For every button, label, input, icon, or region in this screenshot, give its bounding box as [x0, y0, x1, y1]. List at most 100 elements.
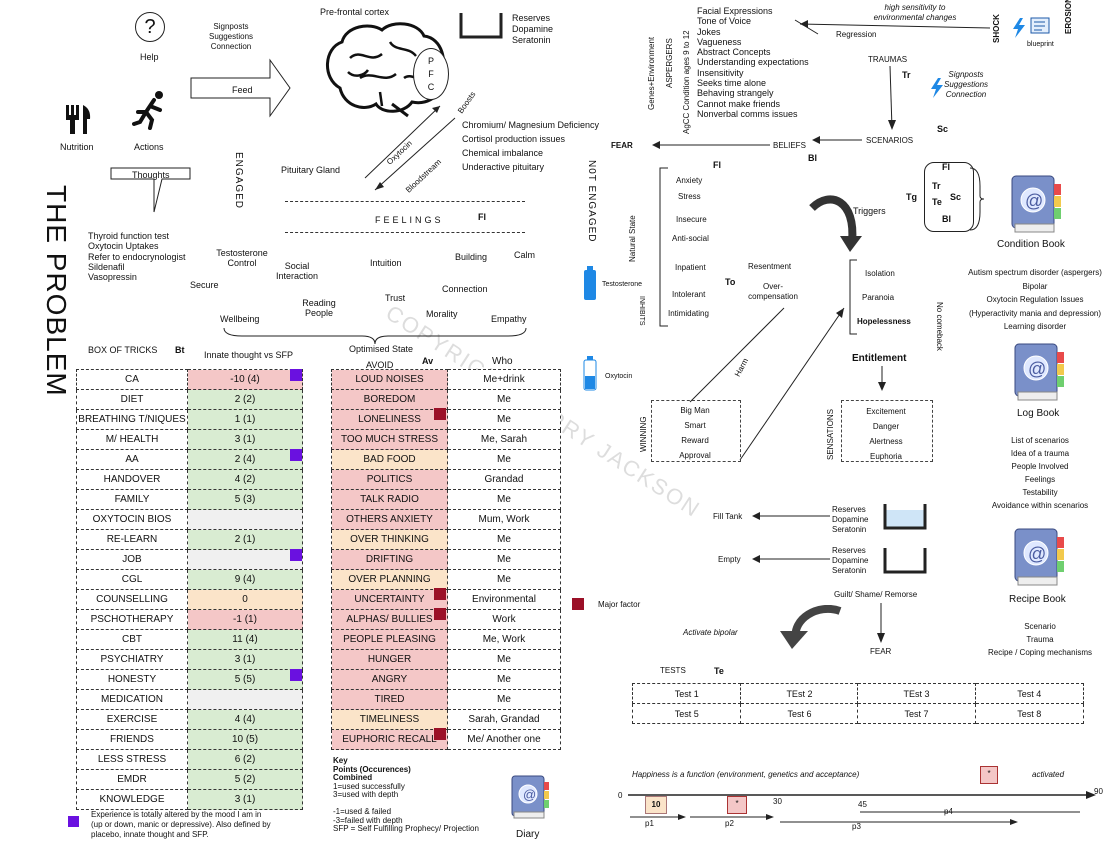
test-cell[interactable]: TEst 3 [857, 683, 976, 704]
trick-name: RE-LEARN [76, 529, 188, 550]
tests-code: Te [714, 666, 724, 676]
feelings-divider-top [285, 201, 525, 202]
running-person-icon [132, 91, 163, 130]
brain-icon [326, 22, 445, 118]
feelings-label: FEELINGS [375, 215, 444, 225]
test-cell[interactable]: TEst 2 [740, 683, 859, 704]
timeline-icon [628, 791, 1096, 825]
avoid-who: Me, Sarah [447, 429, 561, 450]
who-header: Who [492, 356, 513, 367]
timeline-p3: p3 [852, 822, 861, 831]
feeling-morality: Morality [426, 309, 458, 319]
empty-arrow-icon [752, 555, 830, 563]
happiness-text: Happiness is a function (environment, ge… [632, 770, 860, 779]
trig-te: Te [932, 197, 942, 207]
optimised-state-label: Optimised State [349, 344, 414, 354]
guilt-arrow-icon [877, 603, 885, 643]
major-factor-marker [434, 588, 446, 600]
avoid-who: Me [447, 529, 561, 550]
trick-name: EXERCISE [76, 709, 188, 730]
trig-tr: Tr [932, 181, 941, 191]
tank-empty-icon [883, 548, 927, 574]
timeline-ninety: 90 [1094, 787, 1103, 796]
trick-score: 4 (2) [187, 469, 303, 490]
box-of-tricks-code: Bt [175, 345, 185, 355]
erosion-label: EROSION [1064, 0, 1073, 34]
avoid-name: TIRED [331, 689, 448, 710]
purple-legend-square [68, 816, 79, 827]
test-cell[interactable]: Test 5 [631, 703, 742, 724]
major-factor-marker [434, 608, 446, 620]
engaged-label: ENGAGED [233, 152, 244, 210]
avoid-header: AVOID [366, 360, 394, 370]
innate-thought-header: Innate thought vs SFP [204, 350, 294, 360]
avoid-who: Work [447, 609, 561, 630]
recipe-book-icon: @ [1014, 528, 1064, 586]
test-cell[interactable]: Test 4 [974, 683, 1085, 704]
condition-book-list: Autism spectrum disorder (aspergers)Bipo… [968, 268, 1102, 331]
avoid-name: POLITICS [331, 469, 448, 490]
avoid-who: Me [447, 449, 561, 470]
scenarios-label: SCENARIOS [866, 136, 914, 145]
test-cell[interactable]: Test 8 [974, 703, 1085, 724]
avoid-name: LOUD NOISES [331, 369, 448, 390]
log-book-title: Log Book [1017, 408, 1060, 419]
traumas-code: Tr [902, 70, 911, 80]
winning-box [651, 400, 741, 462]
test-cell[interactable]: Test 1 [631, 683, 742, 704]
not-engaged-label: N0T ENGAGED [586, 160, 597, 243]
trick-name: CBT [76, 629, 188, 650]
major-factor-marker [434, 408, 446, 420]
svg-text:@: @ [523, 787, 536, 802]
feeling-social: Social Interaction [275, 261, 319, 281]
trick-row: OXYTOCIN BIOS [76, 509, 303, 530]
trig-sc: Sc [950, 192, 962, 202]
trick-score: 3 (1) [187, 429, 303, 450]
triggers-code-box [924, 162, 974, 232]
test-cell[interactable]: Test 6 [740, 703, 859, 724]
trick-score: -10 (4) [187, 369, 303, 390]
diary-label: Diary [516, 829, 540, 840]
question-circle-icon: ? [135, 12, 165, 42]
empty-label: Empty [718, 555, 741, 564]
trick-score: 2 (1) [187, 529, 303, 550]
entitlement-label: Entitlement [852, 353, 907, 364]
feeling-building: Building [455, 252, 488, 262]
nutrition-label: Nutrition [60, 142, 94, 152]
avoid-who: Me/ Another one [447, 729, 561, 750]
trick-score: 5 (2) [187, 769, 303, 790]
natural-state-code: Fl [713, 160, 721, 170]
trick-name: EMDR [76, 769, 188, 790]
activated-label: activated [1032, 770, 1065, 779]
avoid-who: Me, Work [447, 629, 561, 650]
test-cell[interactable]: Test 7 [857, 703, 976, 724]
trick-score: 9 (4) [187, 569, 303, 590]
actions-label: Actions [134, 142, 164, 152]
sensations-label: SENSATIONS [826, 409, 835, 460]
avoid-who: Me [447, 489, 561, 510]
feelings-divider-bottom [285, 232, 525, 233]
timeline-p2: p2 [725, 819, 734, 828]
fill-tank-label: Fill Tank [713, 512, 743, 521]
avoid-name: BAD FOOD [331, 449, 448, 470]
